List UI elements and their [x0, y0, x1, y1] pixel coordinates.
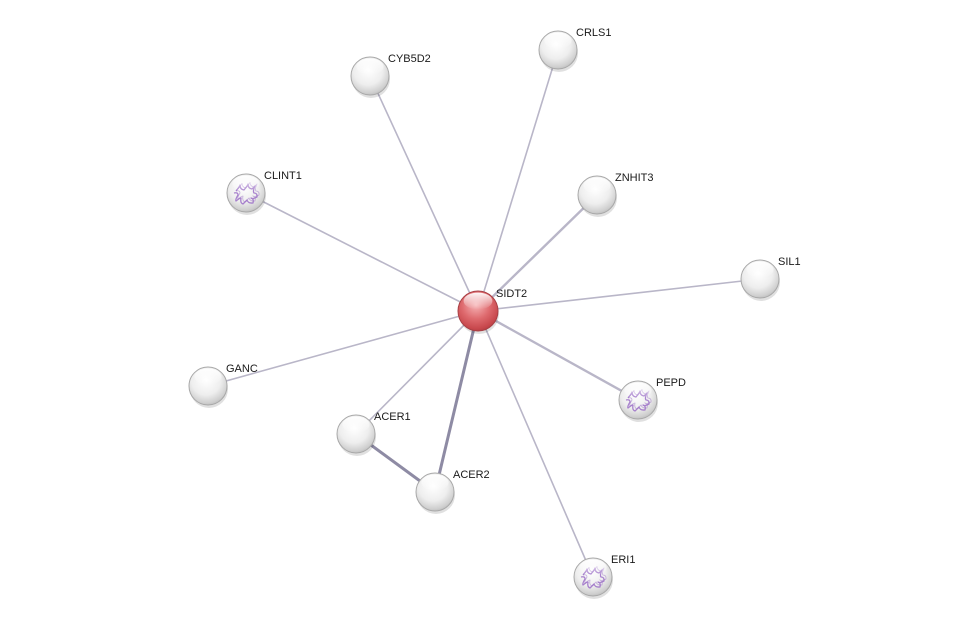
node-crls1[interactable]: CRLS1: [538, 27, 611, 72]
edge-sidt2-pepd[interactable]: [476, 309, 640, 402]
node-gloss: [356, 58, 384, 75]
node-ganc[interactable]: GANC: [188, 363, 258, 408]
node-gloss: [544, 32, 572, 49]
edge-sidt2-crls1[interactable]: [477, 49, 559, 312]
node-gloss: [746, 261, 774, 278]
node-znhit3[interactable]: ZNHIT3: [577, 172, 654, 217]
edge-sidt2-ganc[interactable]: [207, 310, 479, 387]
edge-sidt2-sil1[interactable]: [477, 278, 761, 312]
node-label-ganc: GANC: [226, 363, 258, 375]
node-label-sidt2: SIDT2: [496, 288, 527, 300]
node-clint1[interactable]: CLINT1: [226, 170, 302, 215]
node-sidt2[interactable]: SIDT2: [457, 288, 527, 334]
node-gloss: [194, 368, 222, 385]
edge-sidt2-acer1[interactable]: [355, 310, 479, 435]
node-label-acer2: ACER2: [453, 469, 490, 481]
node-acer1[interactable]: ACER1: [336, 411, 411, 456]
node-gloss: [421, 474, 449, 491]
node-pepd[interactable]: PEPD: [618, 377, 686, 422]
node-gloss: [342, 416, 370, 433]
edge-sidt2-eri1[interactable]: [477, 310, 594, 578]
node-acer2[interactable]: ACER2: [415, 469, 490, 514]
edge-sidt2-znhit3[interactable]: [476, 193, 599, 313]
node-label-clint1: CLINT1: [264, 170, 302, 182]
node-label-pepd: PEPD: [656, 377, 686, 389]
node-gloss: [624, 382, 652, 399]
node-sil1[interactable]: SIL1: [740, 256, 801, 301]
node-label-crls1: CRLS1: [576, 27, 611, 39]
node-eri1[interactable]: ERI1: [573, 554, 635, 599]
node-gloss: [579, 559, 607, 576]
edge-sidt2-clint1[interactable]: [245, 192, 479, 312]
edge-sidt2-cyb5d2[interactable]: [369, 75, 479, 312]
node-label-cyb5d2: CYB5D2: [388, 53, 431, 65]
node-label-sil1: SIL1: [778, 256, 801, 268]
node-gloss: [583, 177, 611, 194]
node-label-znhit3: ZNHIT3: [615, 172, 654, 184]
edge-sidt2-acer2[interactable]: [433, 309, 480, 494]
node-gloss: [232, 175, 260, 192]
node-gloss: [463, 292, 493, 310]
node-cyb5d2[interactable]: CYB5D2: [350, 53, 431, 98]
node-label-acer1: ACER1: [374, 411, 411, 423]
node-label-eri1: ERI1: [611, 554, 635, 566]
